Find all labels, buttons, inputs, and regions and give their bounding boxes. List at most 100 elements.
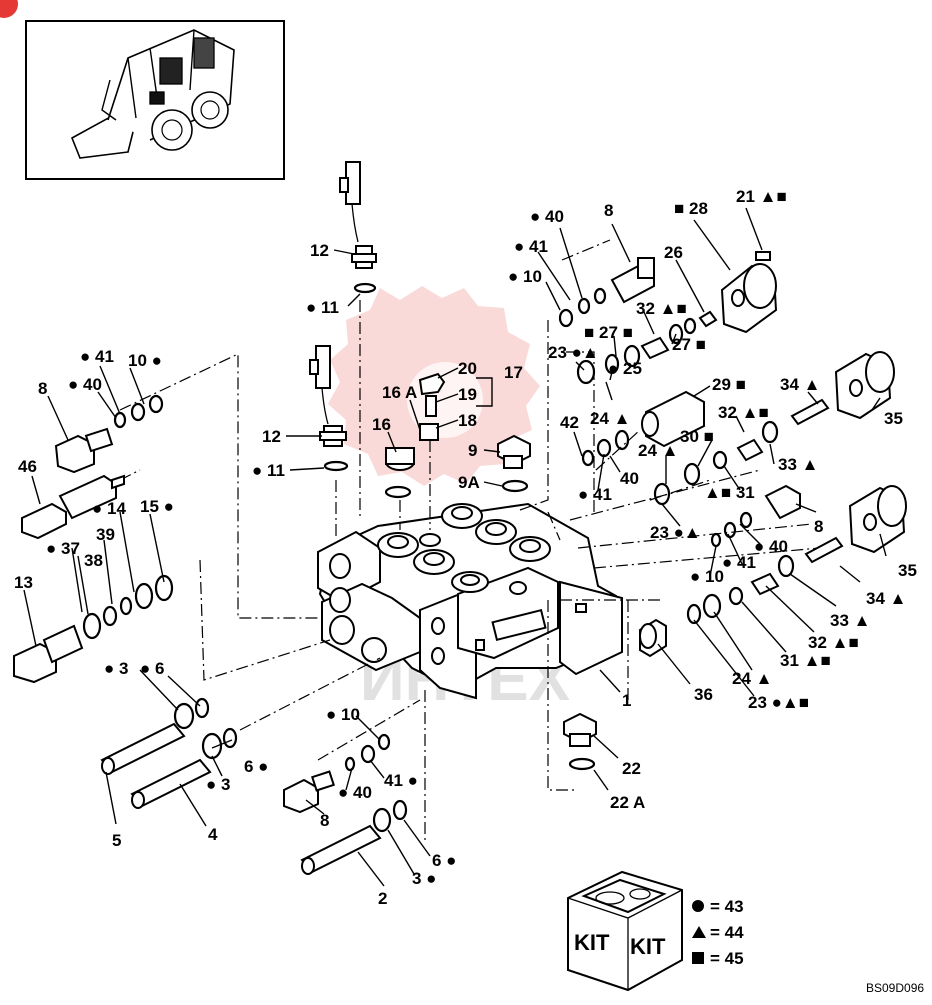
legend-triangle-text: = 44 [710,923,744,942]
legend-circle-symbol: ● [690,910,691,912]
callout: ● 3 [206,775,230,794]
callout: 6 ● [244,757,268,776]
callout: ■ 28 [674,199,708,218]
legend-square-text: = 45 [710,949,744,968]
spool-2 [300,799,408,875]
callout: 22 A [610,793,645,812]
callout: 33 ▲ [778,455,818,474]
callout-labels: 12 ● 11 12 ● 11 20 17 19 18 16 A 16 9 9A… [14,187,917,908]
callout: ● 14 [92,499,126,518]
skid-steer-loader-icon [70,29,235,159]
callout: 13 [14,573,33,592]
callout: ● 25 [608,359,642,378]
callout: 12 [310,241,329,260]
callout: 8 [38,379,47,398]
top-ports [377,503,551,595]
callout: 46 [18,457,37,476]
callout: 30 ■ [680,427,714,446]
legend-square-symbol: ■ [690,961,691,963]
callout: 9 [468,441,477,460]
plug-8-lower [283,733,391,814]
callout: ● 10 [326,705,360,724]
plug-36 [639,618,667,658]
callout: ● 41 [514,237,548,256]
cartridge-46 [21,474,125,540]
callout: 9A [458,473,480,492]
legend-item-circle: ● = 43 [690,897,744,916]
callout: 5 [112,831,121,850]
callout: 15 ● [140,497,174,516]
inset-thumbnail [25,20,285,180]
callout: 34 ▲ [780,375,820,394]
callout: 42 [560,413,579,432]
callout: ● 40 [338,783,372,802]
spool-4 [130,727,238,809]
callout: 31 ▲■ [780,651,831,670]
callout: ● 3 [104,659,128,678]
callout: 20 [458,359,477,378]
connector-mid [309,345,349,472]
callout: 34 ▲ [866,589,906,608]
callout: ● 10 [690,567,724,586]
callout: 39 [96,525,115,544]
square-symbol-icon [692,952,704,964]
callout: ▲■ 31 [704,483,755,502]
callout: 2 [378,889,387,908]
legend-triangle-symbol: ▲ [690,935,691,937]
callout: ● 6 [140,659,164,678]
callout: ● 40 [754,537,788,556]
callout: ● 37 [46,539,80,558]
callout: 16 A [382,383,417,402]
plug-16 [384,447,415,499]
plug-9 [497,434,531,493]
callout: 24 ▲ [732,669,772,688]
callout: ● 11 [252,461,285,480]
callout: 35 [898,561,917,580]
callout: ● 40 [530,207,564,226]
callout: 23 ●▲ [548,343,599,362]
callout: 40 [620,469,639,488]
triangle-symbol-icon [692,926,706,938]
callout: 29 ■ [712,375,746,394]
callout: 12 [262,427,281,446]
kit-label-right: KIT [630,934,666,959]
callout: ■ 27 ■ [584,323,633,342]
callout: 33 ▲ [830,611,870,630]
callout: ● 10 [508,267,542,286]
valve-body [317,502,623,700]
callout: 17 [504,363,523,382]
kit-legend: ● = 43 ▲ = 44 ■ = 45 [690,897,744,968]
callout: 38 [84,551,103,570]
callout: 21 ▲■ [736,187,787,206]
callout: ● 41 [578,485,612,504]
callout: 36 [694,685,713,704]
callout: ● 41 [722,553,756,572]
cover-28 [698,251,778,334]
callout: 26 [664,243,683,262]
callout: 8 [320,811,329,830]
callout: 16 [372,415,391,434]
callout: 23 ●▲■ [748,693,809,712]
relief-stack [418,372,446,441]
components [13,161,907,875]
corner-badge [0,0,18,18]
legend-item-square: ■ = 45 [690,949,744,968]
callout: 3 ● [412,869,436,888]
connector-top [339,161,377,294]
kit-label-left: KIT [574,930,610,955]
legend-circle-text: = 43 [710,897,744,916]
callout: 27 ■ [672,335,706,354]
cover-35-lower [804,485,907,564]
callout: 18 [458,411,477,430]
leader-lines [23,207,887,887]
cartridge-13 [13,574,174,684]
drawing-code: BS09D096 [866,981,924,995]
callout: 23 ●▲ [650,523,701,542]
callout: ● 11 [306,298,339,317]
callout: 4 [208,825,218,844]
callout: 6 ● [432,851,456,870]
valve-29 [641,390,705,448]
plug-22 [563,712,597,771]
callout: 32 ▲■ [808,633,859,652]
